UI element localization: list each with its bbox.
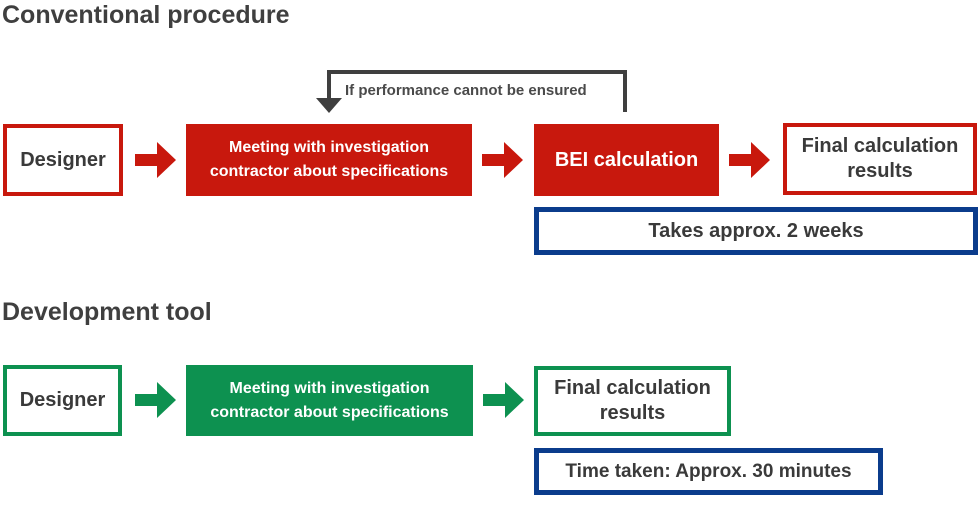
- step-designer: Designer: [3, 124, 123, 196]
- step-label: BEI calculation: [554, 148, 699, 171]
- step-label: Final calculation results: [801, 135, 959, 182]
- step-label: Designer: [19, 389, 106, 411]
- step-final-results: Final calculation results: [783, 123, 977, 195]
- arrow-right-icon: [482, 142, 523, 178]
- step-label: Meeting with investigation contractor ab…: [210, 379, 449, 421]
- feedback-loop-icon: [316, 70, 627, 113]
- development-heading: Development tool: [2, 298, 212, 326]
- step-meeting: Meeting with investigation contractor ab…: [186, 124, 472, 196]
- feedback-label: If performance cannot be ensured: [345, 82, 587, 99]
- step-designer: Designer: [3, 365, 122, 436]
- step-final-results: Final calculation results: [534, 366, 731, 436]
- step-label: Meeting with investigation contractor ab…: [209, 139, 449, 180]
- arrow-right-icon: [483, 382, 524, 418]
- arrow-right-icon: [135, 382, 176, 418]
- duration-badge: Time taken: Approx. 30 minutes: [534, 448, 883, 495]
- conventional-heading: Conventional procedure: [2, 1, 290, 29]
- arrow-right-icon: [729, 142, 770, 178]
- step-bei-calculation: BEI calculation: [534, 124, 719, 196]
- step-label: Designer: [20, 148, 106, 171]
- step-label: Final calculation results: [554, 377, 711, 424]
- step-meeting: Meeting with investigation contractor ab…: [186, 365, 473, 436]
- duration-badge: Takes approx. 2 weeks: [534, 207, 978, 255]
- arrow-right-icon: [135, 142, 176, 178]
